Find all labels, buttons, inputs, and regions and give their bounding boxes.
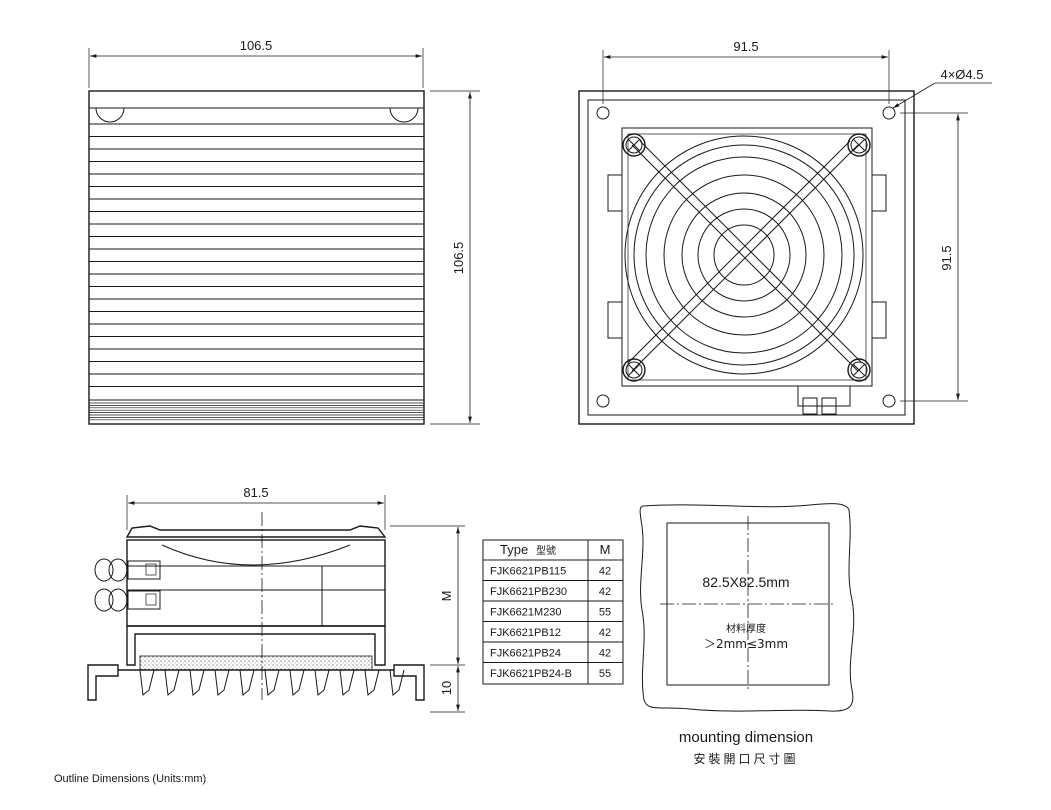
fan-housing xyxy=(621,127,873,387)
side-width-dim-label: 81.5 xyxy=(243,485,268,500)
table-row-m-value: 42 xyxy=(599,627,611,639)
table-row-model: FJK6621M230 xyxy=(490,607,562,619)
table-row-model: FJK6621PB24-B xyxy=(490,668,572,680)
mount-hole-bl xyxy=(596,394,610,408)
clip-right-bottom xyxy=(871,301,887,339)
mounting-cutout: 82.5X82.5mm 材料厚度 ＞2mm≤3mm mounting dimen… xyxy=(639,503,855,766)
grille-base-lines xyxy=(89,402,424,421)
cutout-size-label: 82.5X82.5mm xyxy=(702,574,789,590)
guard-wire-2 xyxy=(631,144,859,372)
fan-ring-outer xyxy=(624,135,864,375)
table-row-m-value: 42 xyxy=(599,648,611,660)
thickness-range-label: ＞2mm≤3mm xyxy=(704,637,788,651)
mounting-panel-outline xyxy=(639,503,855,712)
mounting-title: mounting dimension xyxy=(679,729,813,746)
clip-left-top xyxy=(607,174,623,212)
table-row-model: FJK6621PB115 xyxy=(490,566,566,578)
table-row-m-value: 55 xyxy=(599,668,611,680)
top-width-dim-label: 106.5 xyxy=(240,38,273,53)
thickness-cn-label: 材料厚度 xyxy=(726,622,766,635)
mount-hole-tl xyxy=(596,106,610,120)
table-header-type-cn: 型號 xyxy=(536,544,556,557)
table-row-m-value: 42 xyxy=(599,586,611,598)
footer-note: Outline Dimensions (Units:mm) xyxy=(54,773,206,785)
fan-hub xyxy=(713,224,775,286)
grille-clip-right xyxy=(389,107,419,123)
fan-frame-outer xyxy=(578,90,915,425)
side-m-dim-label: M xyxy=(439,591,454,602)
side-view: 81.5 xyxy=(87,485,465,713)
side-top-cap xyxy=(125,525,387,538)
cable-connector xyxy=(797,385,851,415)
side-base-dim-label: 10 xyxy=(439,681,454,695)
side-filter-mat xyxy=(139,655,373,671)
screw-br xyxy=(847,358,871,382)
side-cable-glands xyxy=(94,558,161,612)
front-view: 91.5 4×Ø4.5 xyxy=(578,39,992,425)
front-width-dim-label: 91.5 xyxy=(733,39,758,54)
mount-hole-br xyxy=(882,394,896,408)
side-fan-body xyxy=(126,539,386,627)
table-row-model: FJK6621PB24 xyxy=(490,648,561,660)
top-view: 106.5 106.5 xyxy=(88,38,480,425)
table-header-m: M xyxy=(600,542,611,557)
clip-left-bottom xyxy=(607,301,623,339)
grille-louvers xyxy=(89,123,424,387)
table-row-model: FJK6621PB12 xyxy=(490,627,561,639)
mounting-title-cn: 安裝開口尺寸圖 xyxy=(693,751,798,766)
hole-callout-label: 4×Ø4.5 xyxy=(940,67,983,82)
screw-tl xyxy=(622,133,646,157)
mount-hole-tr xyxy=(882,106,896,120)
top-height-dim-label: 106.5 xyxy=(451,242,466,275)
grille-clip-left xyxy=(95,107,125,123)
side-fins xyxy=(139,669,405,696)
table-row-m-value: 55 xyxy=(599,607,611,619)
clip-right-top xyxy=(871,174,887,212)
screw-tr xyxy=(847,133,871,157)
screw-bl xyxy=(622,358,646,382)
side-lower-housing xyxy=(126,625,386,666)
side-base-right xyxy=(393,664,425,701)
fan-frame-inner xyxy=(587,99,906,416)
table-row-model: FJK6621PB230 xyxy=(490,586,567,598)
table-header-type: Type xyxy=(500,542,528,557)
front-height-dim-label: 91.5 xyxy=(939,245,954,270)
table-row-m-value: 42 xyxy=(599,566,611,578)
side-base-left xyxy=(87,664,119,701)
